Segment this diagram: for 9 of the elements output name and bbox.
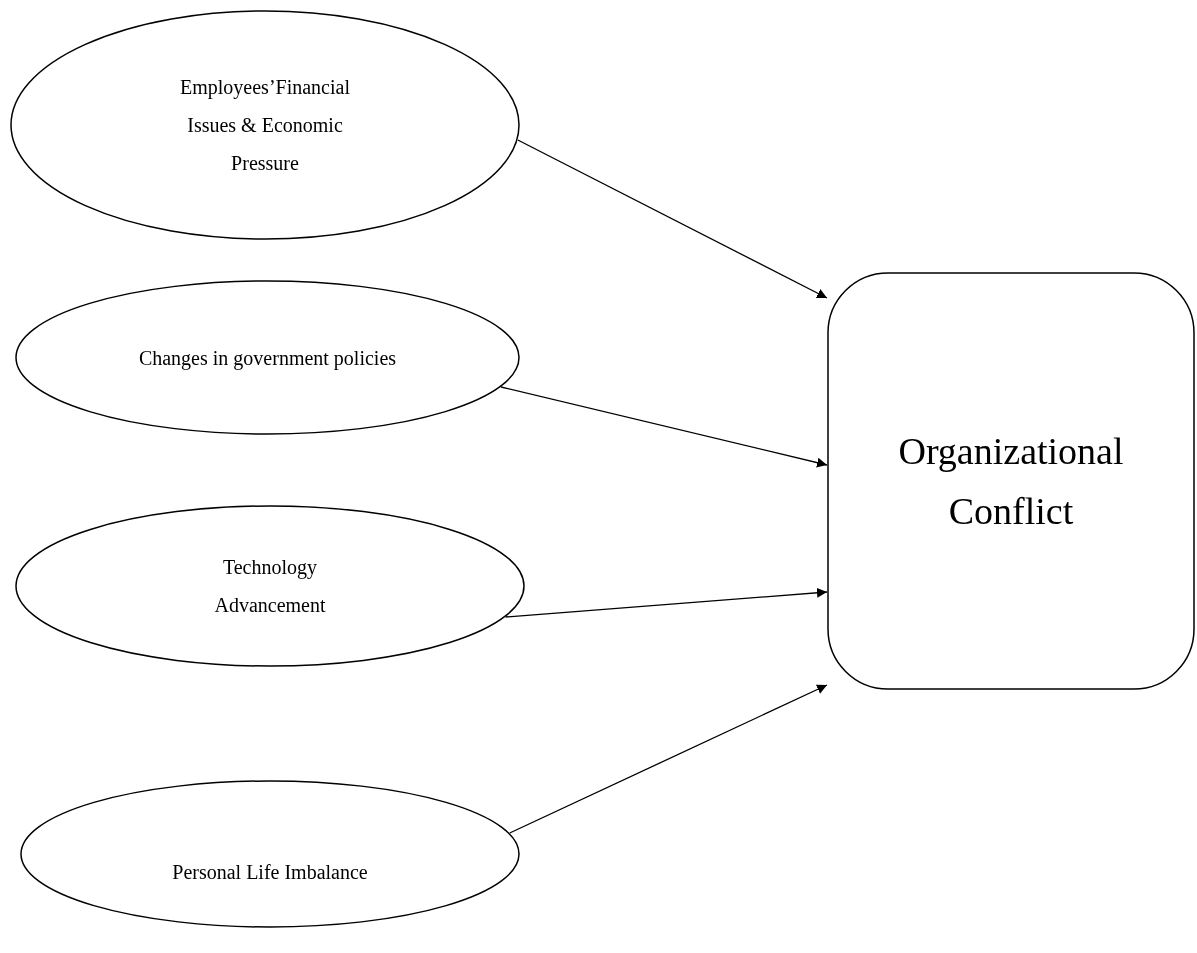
node-label: Employees’Financial Issues & Economic Pressure: [179, 75, 351, 176]
node-label: Organizational Conflict: [897, 429, 1125, 534]
arrow: [504, 587, 828, 618]
arrow: [509, 684, 828, 834]
node-label: Technology Advancement: [213, 555, 327, 618]
node-label: Changes in government policies: [137, 345, 398, 372]
arrow: [500, 386, 828, 468]
arrow: [517, 139, 828, 299]
node-label: Personal Life Imbalance: [171, 860, 369, 885]
